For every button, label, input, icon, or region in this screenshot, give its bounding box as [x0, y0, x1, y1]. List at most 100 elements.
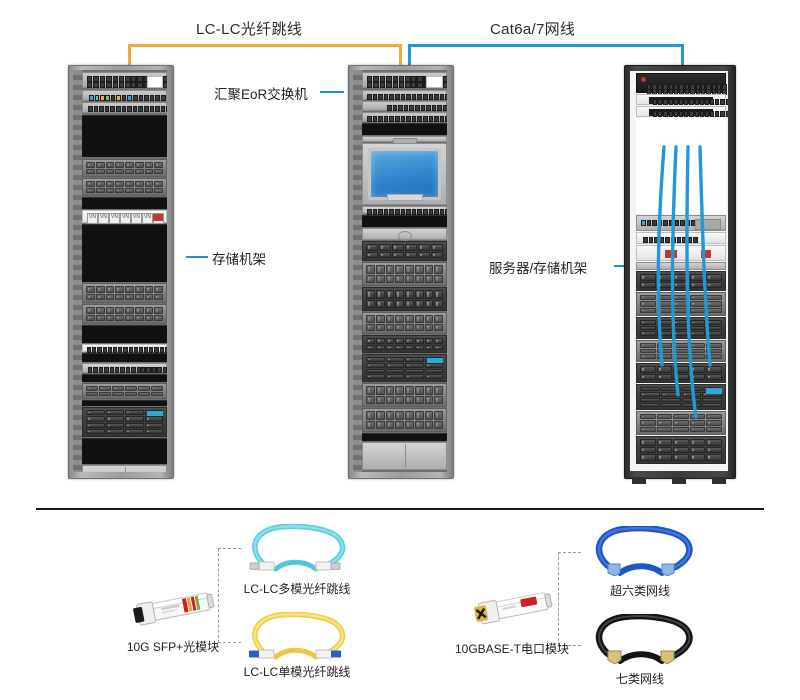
rack-unit: [362, 408, 447, 432]
switch-port: [120, 367, 125, 373]
drive-bay: [424, 344, 434, 350]
drive-bay: [105, 162, 115, 168]
switch-port: [439, 116, 445, 122]
switch-port: [704, 111, 710, 117]
switch-port: [125, 82, 131, 88]
kvm-monitor: [362, 143, 447, 205]
drive-bay: [640, 402, 660, 407]
switch-port: [422, 209, 428, 215]
drive-bay: [86, 391, 98, 396]
switch-port: [386, 82, 392, 88]
drive-bay: [673, 446, 689, 454]
drive-bay: [95, 168, 105, 174]
switch-port: [658, 99, 663, 105]
rack-unit: [82, 178, 167, 196]
switch-port: [694, 111, 699, 117]
switch-port: [434, 209, 439, 215]
drive-bay: [656, 414, 673, 420]
drive-bay: [395, 290, 404, 299]
drive-bay: [434, 395, 443, 404]
switch-port: [162, 367, 167, 373]
switch-port: [720, 99, 725, 105]
switch-port: [676, 237, 682, 243]
rack-unit: [82, 465, 167, 472]
rack-unit: [82, 344, 167, 353]
rack-unit: [82, 115, 167, 157]
drive-bay: [366, 244, 378, 251]
drive-bay: [154, 187, 163, 193]
rack-unit: [636, 245, 726, 261]
switch-port: [426, 105, 431, 111]
drive-bay: [424, 323, 434, 331]
drive-bay: [706, 301, 722, 307]
drive-bay: [95, 187, 105, 193]
switch-port: [668, 99, 673, 105]
switch-port: [154, 347, 159, 353]
drive-bay: [424, 274, 434, 283]
switch-port: [93, 76, 99, 82]
drive-bay: [424, 386, 434, 395]
drive-bay: [395, 323, 404, 331]
rack-unit: [362, 262, 447, 286]
switch-port: [687, 237, 693, 243]
drive-bay: [366, 374, 385, 379]
rack-unit: [362, 433, 447, 441]
drive-bay: [144, 428, 163, 434]
drive-bay: [115, 187, 124, 193]
drive-bay: [424, 315, 434, 323]
drive-bay: [144, 422, 163, 428]
drive-bay: [154, 293, 163, 300]
rack-unit: [82, 325, 167, 343]
switch-blank-slot: [147, 76, 163, 88]
switch-port: [136, 367, 141, 373]
rack-right-server-storage: [624, 65, 736, 484]
drive-bay: [86, 422, 105, 428]
drive-bay: [706, 446, 722, 454]
drive-bay: [99, 386, 111, 391]
rack-unit: [82, 400, 167, 406]
drive-bay: [656, 274, 673, 281]
switch-port: [132, 106, 138, 112]
drive-bay: [385, 344, 395, 350]
drive-bay: [656, 446, 673, 454]
switch-port: [417, 76, 423, 82]
legend-label-base-t: 10GBASE-T电口模块: [454, 642, 570, 656]
drive-bay: [689, 348, 706, 354]
rack-left-storage: VNVNVNVNVNVNVN: [68, 65, 174, 479]
drive-bay: [706, 366, 722, 373]
drive-bay: [95, 181, 105, 187]
monitor-buttons[interactable]: [386, 194, 423, 201]
drive-bay: [424, 299, 434, 308]
status-display: [706, 388, 722, 394]
drive-bay: [656, 366, 673, 373]
drive-bay: [706, 354, 722, 359]
drive-bay: [86, 162, 95, 168]
module-slot: VN: [131, 213, 142, 224]
switch-port: [138, 95, 144, 101]
switch-port: [131, 76, 137, 82]
rack-unit: [362, 136, 447, 144]
cat7-cable-icon: [595, 614, 693, 664]
drive-bay: [375, 386, 385, 395]
switch-port-row: [87, 347, 167, 353]
switch-port: [131, 82, 137, 88]
switch-port: [159, 347, 164, 353]
switch-port: [98, 367, 104, 373]
drive-bay: [395, 315, 404, 323]
drive-bay: [706, 454, 722, 461]
drive-bay: [125, 168, 134, 174]
switch-port: [121, 95, 127, 101]
drive-bay: [125, 187, 134, 193]
switch-port: [428, 94, 434, 100]
switch-port: [392, 76, 398, 82]
drive-bay: [689, 343, 706, 348]
switch-port-row: [88, 106, 167, 112]
switch-port: [394, 209, 400, 215]
drive-bay: [689, 274, 706, 281]
drive-bay: [673, 325, 689, 331]
drive-bay: [115, 293, 124, 300]
drive-bay: [151, 386, 163, 391]
switch-port: [87, 82, 93, 88]
drive-bay: [656, 348, 673, 354]
drive-bay: [706, 325, 722, 331]
